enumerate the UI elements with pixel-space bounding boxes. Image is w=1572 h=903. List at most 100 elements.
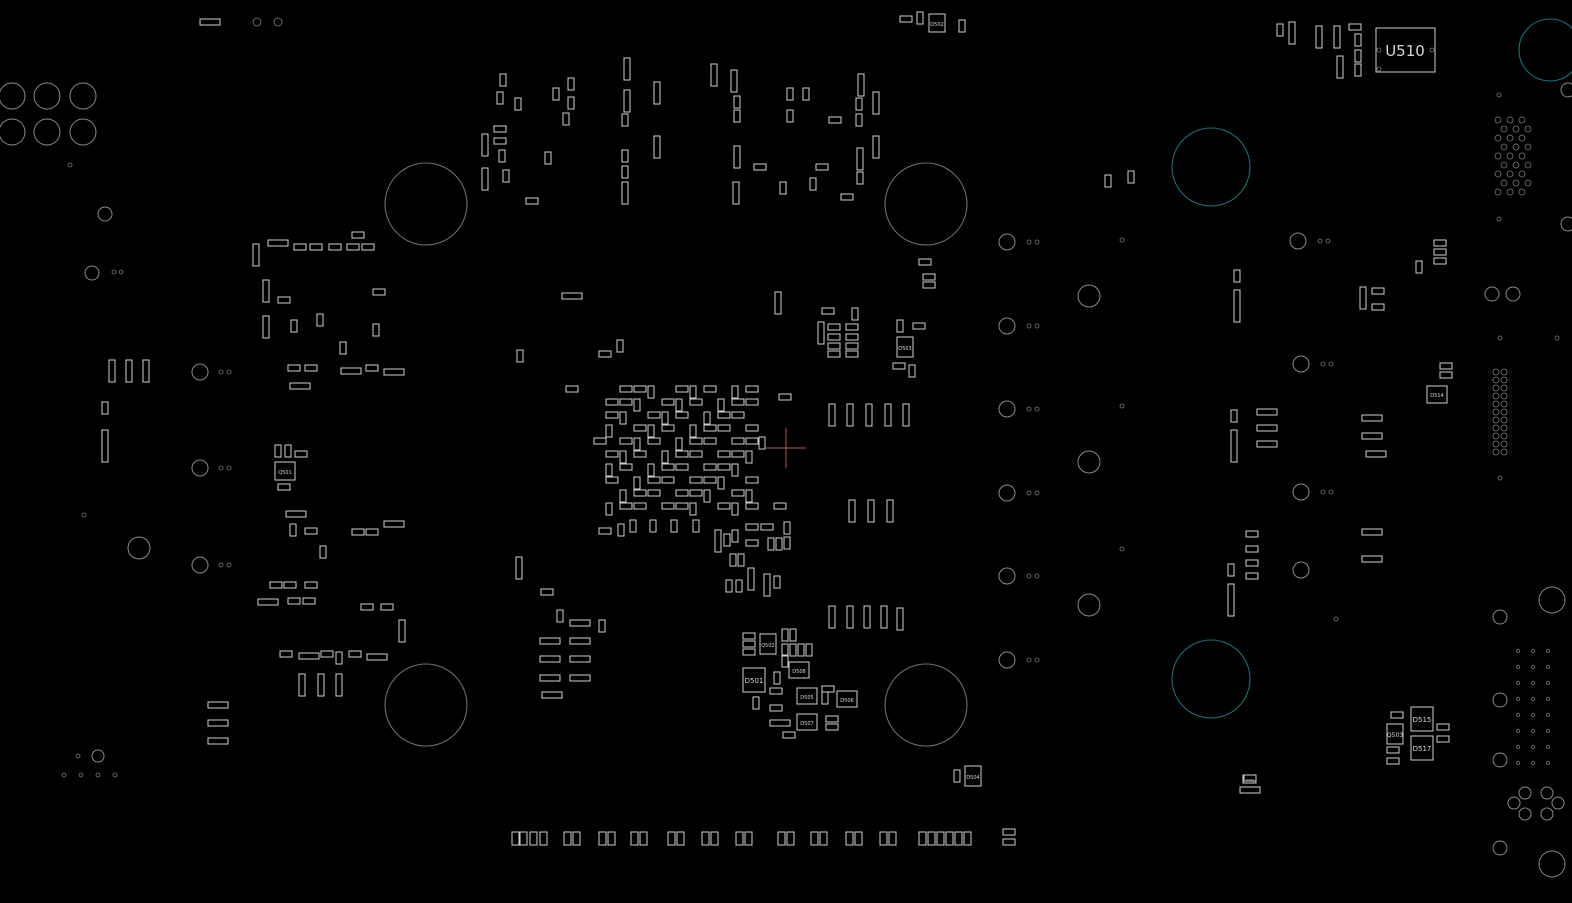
smd-part[interactable] — [840, 193, 854, 201]
smd-part[interactable] — [1245, 559, 1259, 567]
smd-part[interactable] — [1239, 786, 1261, 794]
smd-part[interactable] — [857, 73, 865, 97]
smd-part[interactable] — [605, 411, 619, 419]
component-d505[interactable]: D505 — [796, 687, 818, 705]
smd-part[interactable] — [565, 385, 579, 393]
smd-part[interactable] — [619, 411, 627, 425]
smd-part[interactable] — [556, 609, 564, 623]
smd-part[interactable] — [783, 521, 791, 535]
smd-part[interactable] — [773, 671, 781, 685]
smd-part[interactable] — [621, 181, 629, 205]
smd-part[interactable] — [277, 483, 291, 491]
smd-part[interactable] — [633, 385, 647, 393]
smd-part[interactable] — [1002, 838, 1016, 846]
smd-part[interactable] — [745, 398, 759, 406]
smd-part[interactable] — [365, 528, 379, 536]
smd-part[interactable] — [789, 643, 797, 657]
smd-part[interactable] — [899, 15, 913, 23]
component-d501[interactable]: D501 — [742, 667, 766, 693]
smd-part[interactable] — [142, 359, 150, 383]
smd-part[interactable] — [729, 553, 737, 567]
smd-part[interactable] — [1104, 174, 1112, 188]
smd-part[interactable] — [647, 463, 655, 477]
smd-part[interactable] — [383, 368, 405, 376]
smd-part[interactable] — [1365, 450, 1387, 458]
smd-part[interactable] — [649, 519, 657, 533]
smd-part[interactable] — [763, 573, 771, 597]
smd-part[interactable] — [619, 502, 633, 510]
smd-passive-components[interactable] — [101, 11, 1550, 846]
smd-part[interactable] — [953, 769, 961, 783]
smd-part[interactable] — [689, 437, 703, 445]
smd-part[interactable] — [714, 529, 722, 553]
smd-part[interactable] — [689, 424, 697, 438]
smd-part[interactable] — [896, 319, 904, 333]
smd-part[interactable] — [262, 315, 270, 339]
smd-part[interactable] — [567, 77, 575, 91]
smd-part[interactable] — [710, 63, 718, 87]
smd-part[interactable] — [605, 502, 613, 516]
smd-part[interactable] — [639, 831, 648, 846]
smd-part[interactable] — [1433, 257, 1447, 265]
smd-part[interactable] — [661, 463, 675, 471]
smd-part[interactable] — [287, 597, 301, 605]
smd-part[interactable] — [689, 476, 703, 484]
smd-part[interactable] — [372, 288, 386, 296]
smd-part[interactable] — [827, 350, 841, 358]
smd-part[interactable] — [617, 523, 625, 537]
smd-part[interactable] — [703, 411, 711, 425]
smd-part[interactable] — [515, 556, 523, 580]
smd-part[interactable] — [789, 628, 797, 642]
component-u510[interactable]: U510 — [1375, 27, 1436, 73]
smd-part[interactable] — [675, 411, 689, 419]
component-d503[interactable]: D503 — [896, 336, 914, 358]
smd-part[interactable] — [675, 502, 689, 510]
smd-part[interactable] — [675, 437, 683, 451]
smd-part[interactable] — [781, 643, 789, 657]
smd-part[interactable] — [922, 281, 936, 289]
smd-part[interactable] — [918, 258, 932, 266]
smd-part[interactable] — [689, 450, 703, 458]
smd-part[interactable] — [1256, 424, 1278, 432]
smd-part[interactable] — [828, 605, 836, 629]
smd-part[interactable] — [304, 527, 318, 535]
component-d506[interactable]: D506 — [836, 690, 858, 708]
smd-part[interactable] — [290, 319, 298, 333]
smd-part[interactable] — [289, 382, 311, 390]
smd-part[interactable] — [855, 97, 863, 111]
smd-part[interactable] — [598, 350, 612, 358]
smd-part[interactable] — [731, 502, 739, 516]
smd-part[interactable] — [737, 553, 745, 567]
smd-part[interactable] — [773, 502, 787, 510]
smd-part[interactable] — [701, 831, 710, 846]
smd-part[interactable] — [1361, 414, 1383, 422]
smd-part[interactable] — [1439, 362, 1453, 370]
smd-part[interactable] — [633, 424, 647, 432]
smd-part[interactable] — [529, 831, 538, 846]
smd-part[interactable] — [1333, 25, 1341, 49]
smd-part[interactable] — [346, 243, 360, 251]
smd-part[interactable] — [1127, 170, 1135, 184]
smd-part[interactable] — [802, 87, 810, 101]
smd-part[interactable] — [623, 57, 631, 81]
smd-part[interactable] — [207, 701, 229, 709]
smd-part[interactable] — [745, 437, 759, 445]
smd-part[interactable] — [544, 151, 552, 165]
smd-part[interactable] — [733, 145, 741, 169]
smd-part[interactable] — [661, 476, 675, 484]
smd-part[interactable] — [647, 437, 661, 445]
smd-part[interactable] — [320, 650, 334, 658]
smd-part[interactable] — [108, 359, 116, 383]
smd-part[interactable] — [621, 149, 629, 163]
smd-part[interactable] — [752, 696, 760, 710]
smd-part[interactable] — [316, 313, 324, 327]
smd-part[interactable] — [879, 831, 888, 846]
smd-part[interactable] — [717, 411, 731, 419]
smd-part[interactable] — [516, 349, 524, 363]
smd-part[interactable] — [742, 632, 756, 640]
smd-part[interactable] — [207, 737, 229, 745]
smd-part[interactable] — [619, 385, 633, 393]
smd-part[interactable] — [745, 539, 759, 547]
smd-part[interactable] — [309, 243, 323, 251]
smd-part[interactable] — [797, 643, 805, 657]
